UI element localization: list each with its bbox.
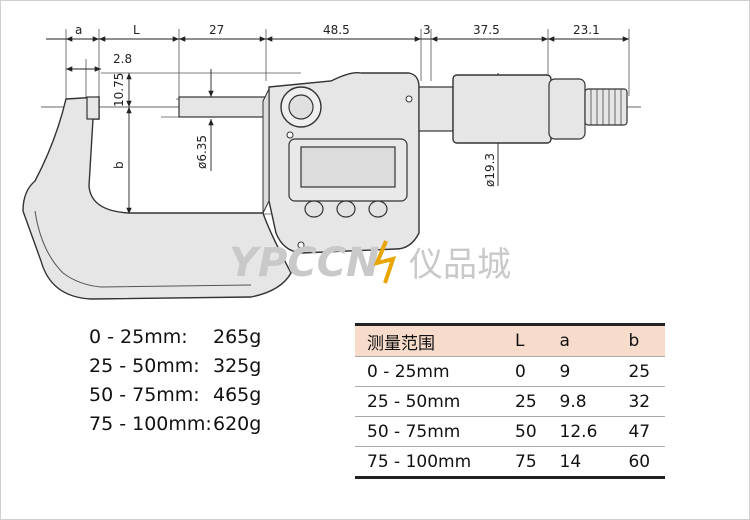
button-2 — [336, 200, 356, 218]
weight-value: 465g — [213, 384, 262, 406]
button-3 — [368, 200, 388, 218]
dim-23-1-label: 23.1 — [573, 23, 600, 37]
cell-L: 50 — [507, 416, 552, 447]
watermark-chinese: 仪品城 — [409, 245, 511, 285]
cell-b: 32 — [620, 386, 665, 417]
cell-L: 0 — [507, 356, 552, 387]
cell-L: 25 — [507, 386, 552, 417]
weight-range: 25 - 50mm: — [89, 355, 200, 377]
dim-3-label: 3 — [423, 23, 431, 37]
frame-bevel — [34, 210, 252, 288]
cell-a: 9.8 — [551, 386, 621, 417]
weight-range: 50 - 75mm: — [89, 384, 200, 406]
button-1 — [304, 200, 324, 218]
cell-b: 47 — [620, 416, 665, 447]
micrometer-drawing: a L 27 48.5 3 37.5 23.1 2.8 10.75 b ø6.3… — [22, 23, 641, 300]
sleeve — [418, 86, 454, 132]
screw-3 — [405, 95, 413, 103]
weight-value: 620g — [213, 413, 262, 435]
dim-L-label: L — [133, 23, 140, 37]
lcd-screen — [300, 146, 396, 188]
header-range: 测量范围 — [355, 323, 507, 357]
weight-row: 25 - 50mm: 325g — [89, 352, 289, 381]
housing-side — [262, 88, 270, 214]
table-row: 0 - 25mm 0 9 25 — [355, 356, 665, 387]
ratchet — [584, 88, 628, 126]
table-row: 50 - 75mm 50 12.6 47 — [355, 416, 665, 447]
ratchet-knurl — [590, 89, 622, 125]
header-a: a — [551, 323, 621, 357]
dim-48-5-label: 48.5 — [323, 23, 350, 37]
cell-b: 60 — [620, 446, 665, 479]
cell-a: 14 — [551, 446, 621, 479]
table-row: 75 - 100mm 75 14 60 — [355, 446, 665, 479]
cell-range: 75 - 100mm — [355, 446, 507, 479]
cell-L: 75 — [507, 446, 552, 479]
dim-2-8-label: 2.8 — [113, 52, 132, 66]
cell-a: 12.6 — [551, 416, 621, 447]
weights-list: 0 - 25mm: 265g 25 - 50mm: 325g 50 - 75mm… — [89, 323, 289, 439]
weight-row: 0 - 25mm: 265g — [89, 323, 289, 352]
dim-27-label: 27 — [209, 23, 224, 37]
weight-range: 75 - 100mm: — [89, 413, 212, 435]
cell-range: 0 - 25mm — [355, 356, 507, 387]
spindle — [178, 96, 270, 118]
cell-range: 25 - 50mm — [355, 386, 507, 417]
dimension-arrows — [66, 36, 629, 214]
dim-19-3-label: ø19.3 — [483, 153, 497, 187]
dim-37-5-label: 37.5 — [473, 23, 500, 37]
dim-a-label: a — [75, 23, 82, 37]
watermark-latin: YPCCN — [229, 240, 379, 286]
thimble — [452, 74, 552, 144]
dim-10-75-label: 10.75 — [112, 73, 126, 107]
lock-knob-inner — [288, 94, 314, 120]
weight-row: 75 - 100mm: 620g — [89, 410, 289, 439]
dim-b-label: b — [112, 161, 126, 169]
cell-a: 9 — [551, 356, 621, 387]
thimble-end — [548, 78, 586, 140]
anvil — [86, 96, 100, 120]
header-L: L — [507, 323, 552, 357]
screw-2 — [297, 241, 305, 249]
weight-row: 50 - 75mm: 465g — [89, 381, 289, 410]
cell-range: 50 - 75mm — [355, 416, 507, 447]
cell-b: 25 — [620, 356, 665, 387]
weight-value: 325g — [213, 355, 262, 377]
screw-1 — [286, 131, 294, 139]
spec-header-row: 测量范围 L a b — [355, 323, 665, 357]
weight-range: 0 - 25mm: — [89, 326, 188, 348]
micrometer-frame — [22, 96, 292, 300]
weight-value: 265g — [213, 326, 262, 348]
header-b: b — [620, 323, 665, 357]
watermark-bolt — [373, 240, 397, 284]
dim-6-35-label: ø6.35 — [195, 135, 209, 169]
spec-table: 测量范围 L a b 0 - 25mm 0 9 25 25 - 50mm 25 … — [355, 323, 665, 479]
table-row: 25 - 50mm 25 9.8 32 — [355, 386, 665, 417]
